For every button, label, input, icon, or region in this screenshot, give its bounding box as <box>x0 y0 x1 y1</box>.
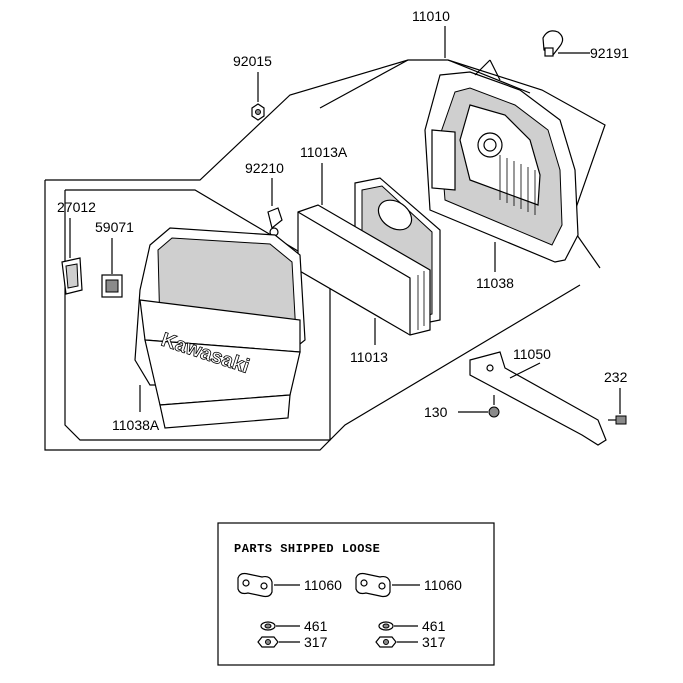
label-11010: 11010 <box>412 8 450 24</box>
part-labels: 11010 92015 92191 11013A 92210 27012 590… <box>57 8 629 433</box>
loose-left-set: 11060 461 317 <box>237 572 342 650</box>
label-11013A: 11013A <box>300 144 348 160</box>
loose-left-nut-label: 317 <box>304 634 328 650</box>
filter-element-11013 <box>297 204 431 345</box>
loose-right-washer-label: 461 <box>422 618 446 634</box>
breather-fitting-92191 <box>542 30 590 57</box>
label-232: 232 <box>604 369 628 385</box>
bracket-11050 <box>469 351 607 446</box>
latch-27012 <box>61 218 83 295</box>
label-11038A: 11038A <box>112 417 160 433</box>
air-cleaner-base <box>424 59 579 263</box>
loose-right-nut-label: 317 <box>422 634 446 650</box>
loose-left-gasket-label: 11060 <box>304 577 342 593</box>
bolt-232 <box>608 388 627 425</box>
assembly-outline <box>44 59 606 451</box>
label-11013: 11013 <box>350 349 388 365</box>
loose-left-washer-label: 461 <box>304 618 328 634</box>
label-27012: 27012 <box>57 199 96 215</box>
air-cleaner-cover-11038A: Kawasaki <box>134 227 306 429</box>
parts-shipped-loose-box: PARTS SHIPPED LOOSE 11060 461 317 <box>217 522 495 666</box>
clip-59071 <box>101 238 123 298</box>
loose-title: PARTS SHIPPED LOOSE <box>234 542 380 556</box>
label-92210: 92210 <box>245 160 284 176</box>
loose-right-gasket-label: 11060 <box>424 577 462 593</box>
label-92015: 92015 <box>233 53 272 69</box>
label-130: 130 <box>424 404 448 420</box>
nut-92015 <box>251 72 265 121</box>
clip-92210 <box>267 178 283 237</box>
cover-subassembly-frame <box>64 189 331 441</box>
label-59071: 59071 <box>95 219 134 235</box>
leader-lines <box>139 26 496 412</box>
label-11038: 11038 <box>476 275 514 291</box>
label-92191: 92191 <box>590 45 629 61</box>
label-11050: 11050 <box>513 346 551 362</box>
bolt-130 <box>458 395 500 418</box>
loose-right-set: 11060 461 317 <box>355 572 462 650</box>
